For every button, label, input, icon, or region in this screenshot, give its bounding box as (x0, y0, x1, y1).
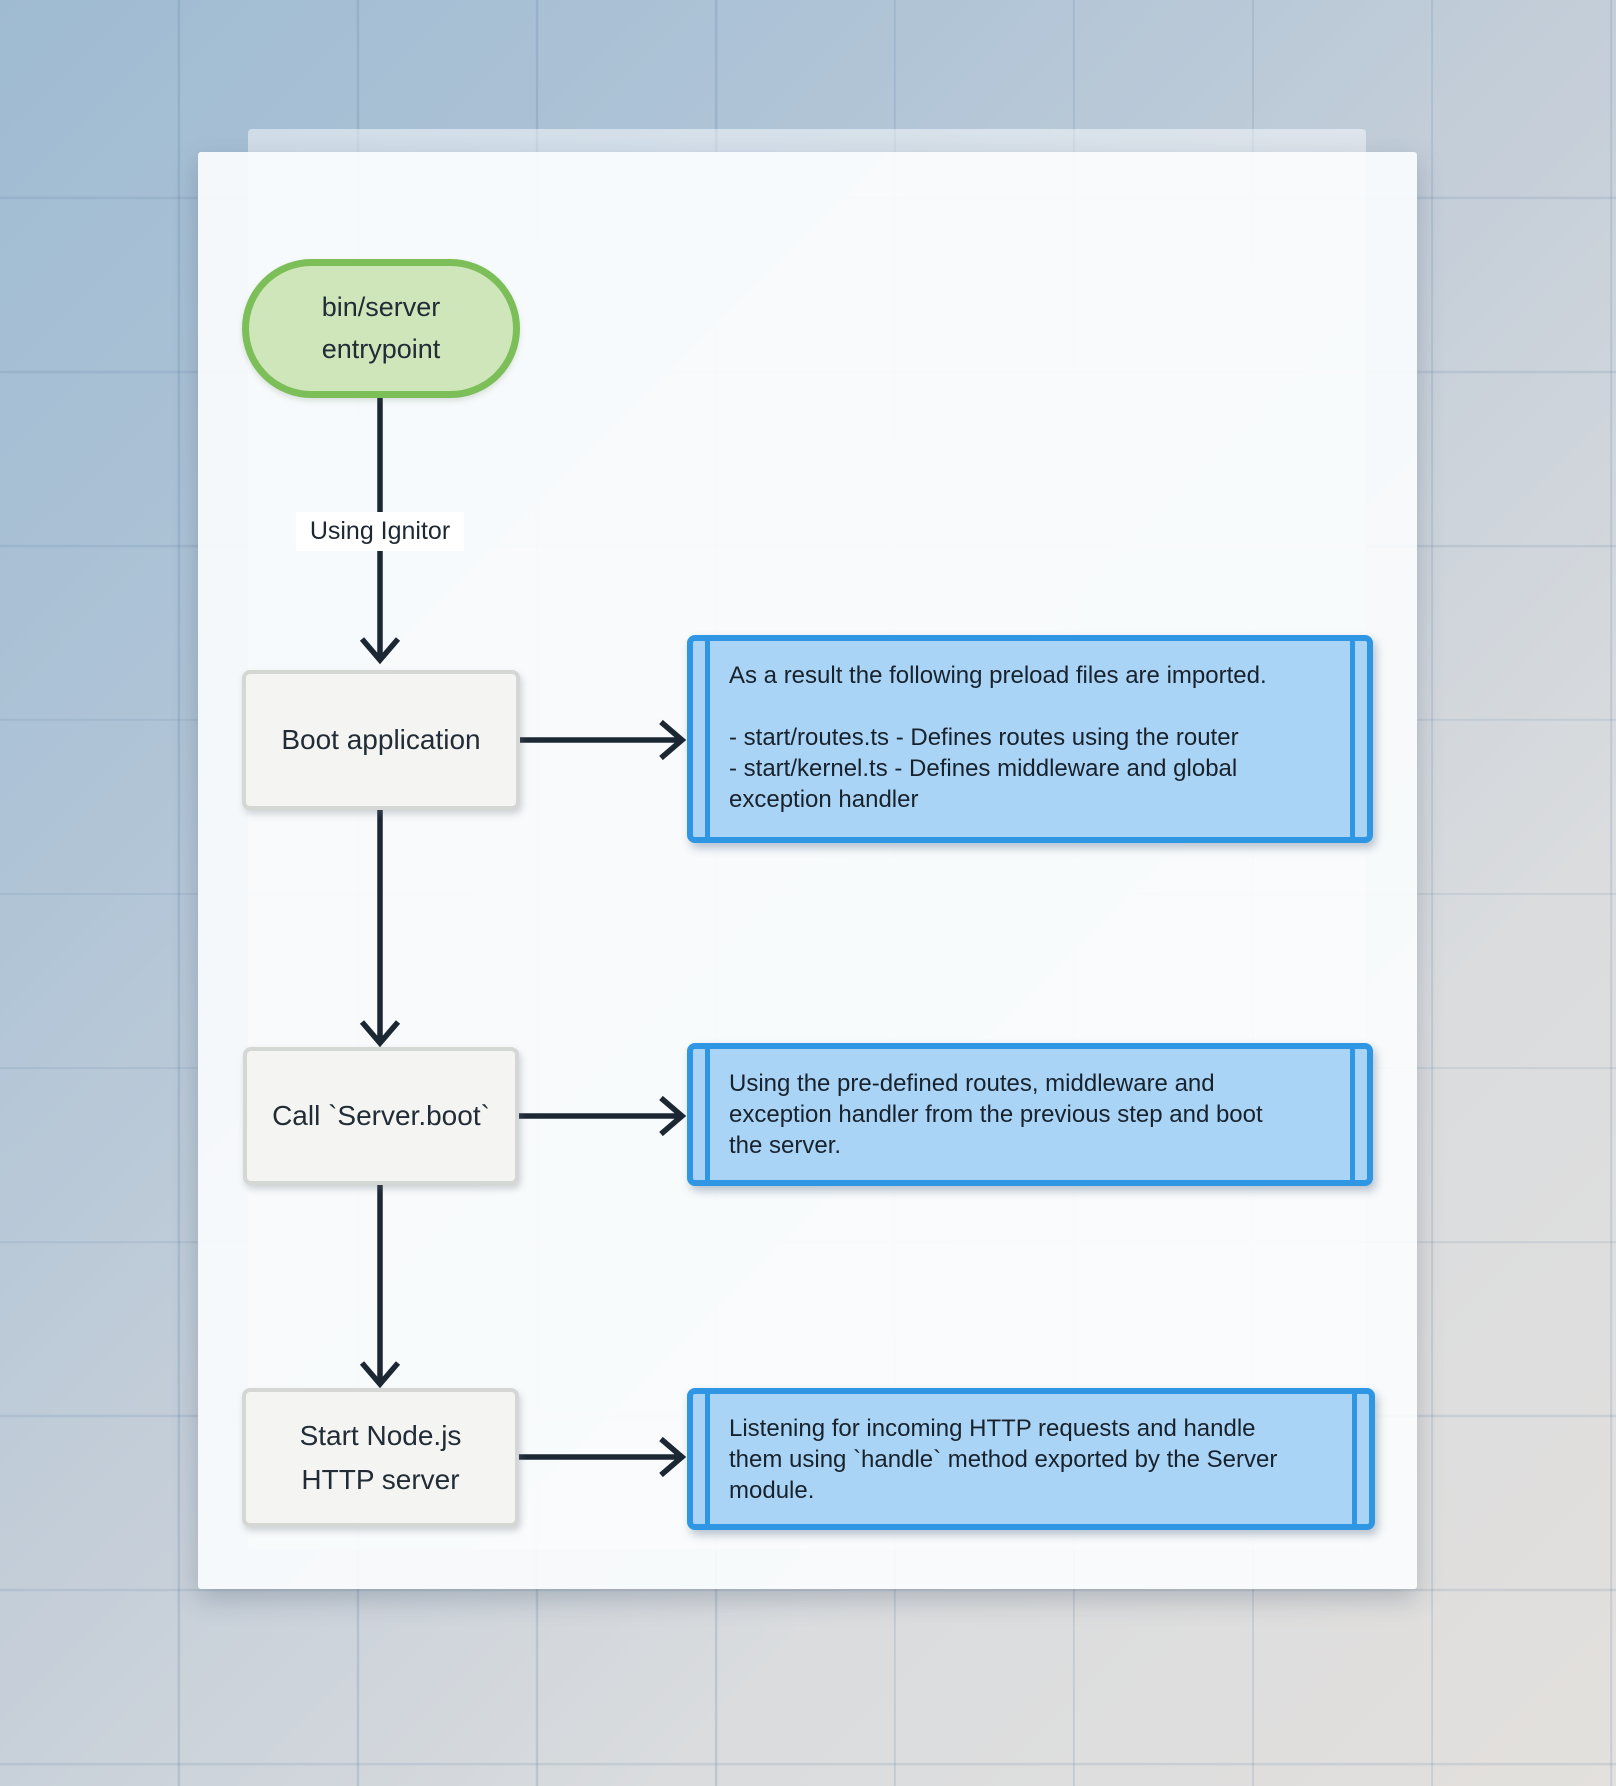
node-entrypoint: bin/server entrypoint (242, 259, 520, 398)
node-start-http-server: Start Node.js HTTP server (242, 1388, 519, 1527)
node-boot-application: Boot application (242, 670, 520, 810)
note-preload-files: As a result the following preload files … (687, 635, 1373, 843)
edge-label-using-ignitor: Using Ignitor (295, 512, 465, 551)
node-call-server-boot: Call `Server.boot` (243, 1047, 519, 1185)
note-http-listen: Listening for incoming HTTP requests and… (687, 1388, 1375, 1530)
node-boot-application-label: Boot application (281, 724, 481, 756)
node-entrypoint-label: bin/server entrypoint (321, 291, 441, 364)
note-boot-server: Using the pre-defined routes, middleware… (687, 1043, 1373, 1186)
node-call-server-boot-label: Call `Server.boot` (272, 1100, 490, 1132)
node-start-http-server-label: Start Node.js HTTP server (299, 1420, 462, 1495)
